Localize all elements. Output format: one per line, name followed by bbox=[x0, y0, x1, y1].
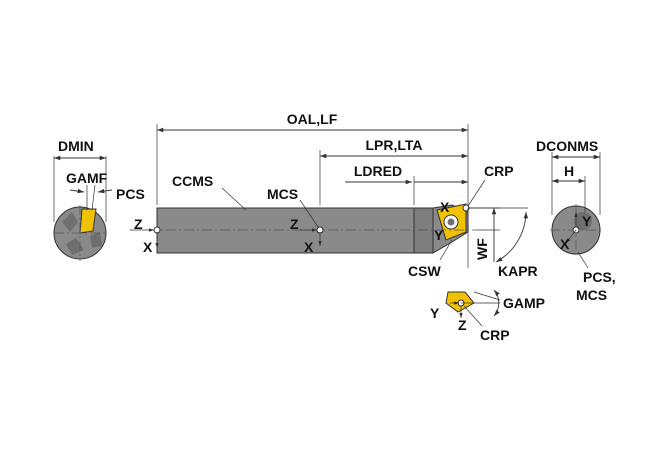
gamp-arc bbox=[493, 289, 500, 317]
right-end-flat bbox=[574, 212, 592, 230]
end-view-flute bbox=[66, 238, 84, 255]
gamp-label: GAMP bbox=[503, 295, 545, 311]
side-view bbox=[130, 203, 478, 254]
ccms-leader bbox=[221, 187, 247, 211]
tool-neck bbox=[413, 207, 434, 254]
pcs-axis-x: X bbox=[143, 239, 153, 255]
dconms-label: DCONMS bbox=[536, 138, 598, 154]
insert-screw-head bbox=[447, 218, 455, 226]
mcs-axis-z: Z bbox=[290, 216, 299, 232]
mcs-axis-x: X bbox=[304, 239, 314, 255]
insert-detail bbox=[445, 289, 501, 327]
crp-axis-y: Y bbox=[434, 227, 444, 243]
pcs-mcs-label-line2: MCS bbox=[576, 287, 607, 303]
mcs-leader bbox=[299, 199, 319, 228]
gamf-arrow bbox=[69, 188, 85, 194]
right-axis-x: X bbox=[560, 236, 570, 252]
kapr-arc bbox=[495, 211, 529, 263]
tool-shank bbox=[156, 207, 415, 254]
csw-leader bbox=[439, 239, 453, 261]
insert-axis-z: Z bbox=[458, 317, 467, 333]
insert-axis-y: Y bbox=[430, 305, 440, 321]
crp-label: CRP bbox=[484, 163, 514, 179]
wf-kapr-dimensions bbox=[439, 207, 529, 268]
pcs-mcs-label-line1: PCS, bbox=[583, 269, 616, 285]
pcs-label: PCS bbox=[116, 186, 145, 202]
crp-lower-leader bbox=[463, 305, 483, 327]
lpr-lta-label: LPR,LTA bbox=[365, 137, 422, 153]
pcs-mcs-leader bbox=[577, 251, 589, 269]
kapr-label: KAPR bbox=[498, 263, 538, 279]
end-view-left bbox=[53, 155, 113, 261]
end-view-flute bbox=[90, 232, 102, 248]
right-axis-y: Y bbox=[582, 213, 592, 229]
ldred-label: LDRED bbox=[354, 163, 402, 179]
gamf-arrow bbox=[97, 188, 113, 194]
right-x-arrow bbox=[565, 229, 577, 244]
oal-lf-label: OAL,LF bbox=[287, 111, 338, 127]
end-view-right bbox=[550, 152, 602, 269]
csw-label: CSW bbox=[408, 263, 441, 279]
length-dimensions bbox=[156, 124, 486, 228]
gamf-ref-line bbox=[91, 184, 96, 211]
pcs-axis-z: Z bbox=[134, 216, 143, 232]
crp-leader bbox=[467, 179, 486, 207]
mcs-label: MCS bbox=[267, 186, 298, 202]
end-view-insert bbox=[79, 208, 97, 234]
ccms-label: CCMS bbox=[172, 173, 213, 189]
crp-lower-label: CRP bbox=[480, 327, 510, 343]
wf-label: WF bbox=[474, 238, 490, 260]
end-view-flute bbox=[62, 212, 78, 232]
gamf-label: GAMF bbox=[66, 170, 108, 186]
dmin-label: DMIN bbox=[58, 138, 94, 154]
h-label: H bbox=[564, 163, 574, 179]
crp-axis-x: X bbox=[440, 199, 450, 215]
